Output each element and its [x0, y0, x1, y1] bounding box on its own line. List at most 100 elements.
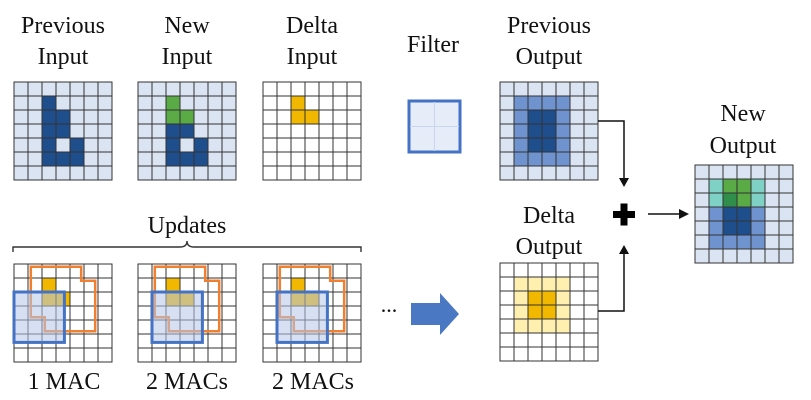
grid-cell: [750, 178, 766, 194]
update-caption-1: 1 MAC: [28, 369, 101, 395]
grid-cell: [304, 109, 320, 125]
grid-cell: [583, 276, 599, 292]
grid-cell: [83, 347, 99, 363]
grid-cell: [69, 109, 85, 125]
delta-input-label-line1: Delta: [286, 13, 338, 39]
grid-cell: [583, 290, 599, 306]
grid-cell: [290, 277, 306, 293]
grid-cell: [332, 95, 348, 111]
grid-cell: [513, 151, 529, 167]
update-caption-2: 2 MACs: [146, 369, 228, 395]
grid-cell: [569, 151, 585, 167]
grid-cell: [541, 346, 557, 362]
grid-cell: [193, 165, 209, 181]
delta-output-label-line1: Delta: [523, 203, 575, 229]
grid-cell: [499, 165, 515, 181]
grid-cell: [555, 165, 571, 181]
grid-cell: [736, 220, 752, 236]
grid-cell: [276, 95, 292, 111]
grid-cell: [137, 263, 153, 279]
grid-cell: [69, 165, 85, 181]
grid-cell: [318, 95, 334, 111]
grid-cell: [221, 347, 237, 363]
grid-cell: [13, 123, 29, 139]
grid-cell: [764, 164, 780, 180]
grid-cell: [179, 277, 195, 293]
grid-cell: [83, 123, 99, 139]
delta-input-label-line2: Input: [287, 44, 338, 70]
grid-cell: [151, 347, 167, 363]
grid-cell: [527, 290, 543, 306]
grid-cell: [583, 318, 599, 334]
grid-cell: [13, 263, 29, 279]
grid-cell: [97, 81, 113, 97]
grid-cell: [527, 151, 543, 167]
grid-cell: [722, 192, 738, 208]
grid-cell: [276, 347, 292, 363]
grid-cell: [276, 81, 292, 97]
grid-cell: [304, 81, 320, 97]
grid-cell: [207, 347, 223, 363]
grid-cell: [332, 109, 348, 125]
grid-cell: [708, 220, 724, 236]
grid-cell: [290, 81, 306, 97]
grid-cell: [221, 277, 237, 293]
grid-cell: [97, 291, 113, 307]
grid-cell: [179, 151, 195, 167]
grid-cell: [83, 165, 99, 181]
grid-cell: [513, 304, 529, 320]
grid-cell: [332, 81, 348, 97]
grid-cell: [304, 123, 320, 139]
grid-cell: [722, 164, 738, 180]
grid-cell: [262, 347, 278, 363]
grid-cell: [69, 81, 85, 97]
grid-cell: [69, 95, 85, 111]
grid-cell: [276, 165, 292, 181]
grid-cell: [165, 347, 181, 363]
grid-cell: [555, 318, 571, 334]
grid-cell: [694, 220, 710, 236]
previous-output-label-line1: Previous: [507, 13, 591, 39]
grid-cell: [541, 109, 557, 125]
grid-cell: [541, 318, 557, 334]
grid-cell: [541, 123, 557, 139]
grid-cell: [97, 277, 113, 293]
grid-cell: [165, 109, 181, 125]
grid-cell: [541, 151, 557, 167]
ellipsis-text: ...: [381, 292, 398, 317]
grid-cell: [69, 333, 85, 349]
filter-window: [12, 290, 66, 344]
grid-cell: [207, 151, 223, 167]
grid-cell: [569, 95, 585, 111]
grid-cell: [332, 123, 348, 139]
grid-cell: [332, 137, 348, 153]
grid-cell: [346, 333, 362, 349]
grid-cell: [221, 291, 237, 307]
grid-cell: [27, 109, 43, 125]
grid-cell: [736, 164, 752, 180]
grid-cell: [97, 347, 113, 363]
grid-cell: [262, 151, 278, 167]
grid-cell: [499, 81, 515, 97]
grid-cell: [513, 346, 529, 362]
up-arrowhead-icon: [619, 245, 629, 254]
grid-cell: [513, 276, 529, 292]
grid-cell: [778, 178, 794, 194]
grid-cell: [165, 151, 181, 167]
grid-cell: [499, 262, 515, 278]
grid-cell: [13, 109, 29, 125]
grid-cell: [137, 95, 153, 111]
grid-cell: [193, 137, 209, 153]
grid-cell: [764, 192, 780, 208]
grid-cell: [569, 276, 585, 292]
grid-cell: [221, 319, 237, 335]
grid-cell: [304, 165, 320, 181]
grid-cell: [207, 165, 223, 181]
grid-cell: [179, 95, 195, 111]
grid-cell: [555, 304, 571, 320]
grid-cell: [569, 290, 585, 306]
new-output-label-line1: New: [720, 101, 766, 127]
grid-cell: [137, 123, 153, 139]
grid-cell: [262, 109, 278, 125]
